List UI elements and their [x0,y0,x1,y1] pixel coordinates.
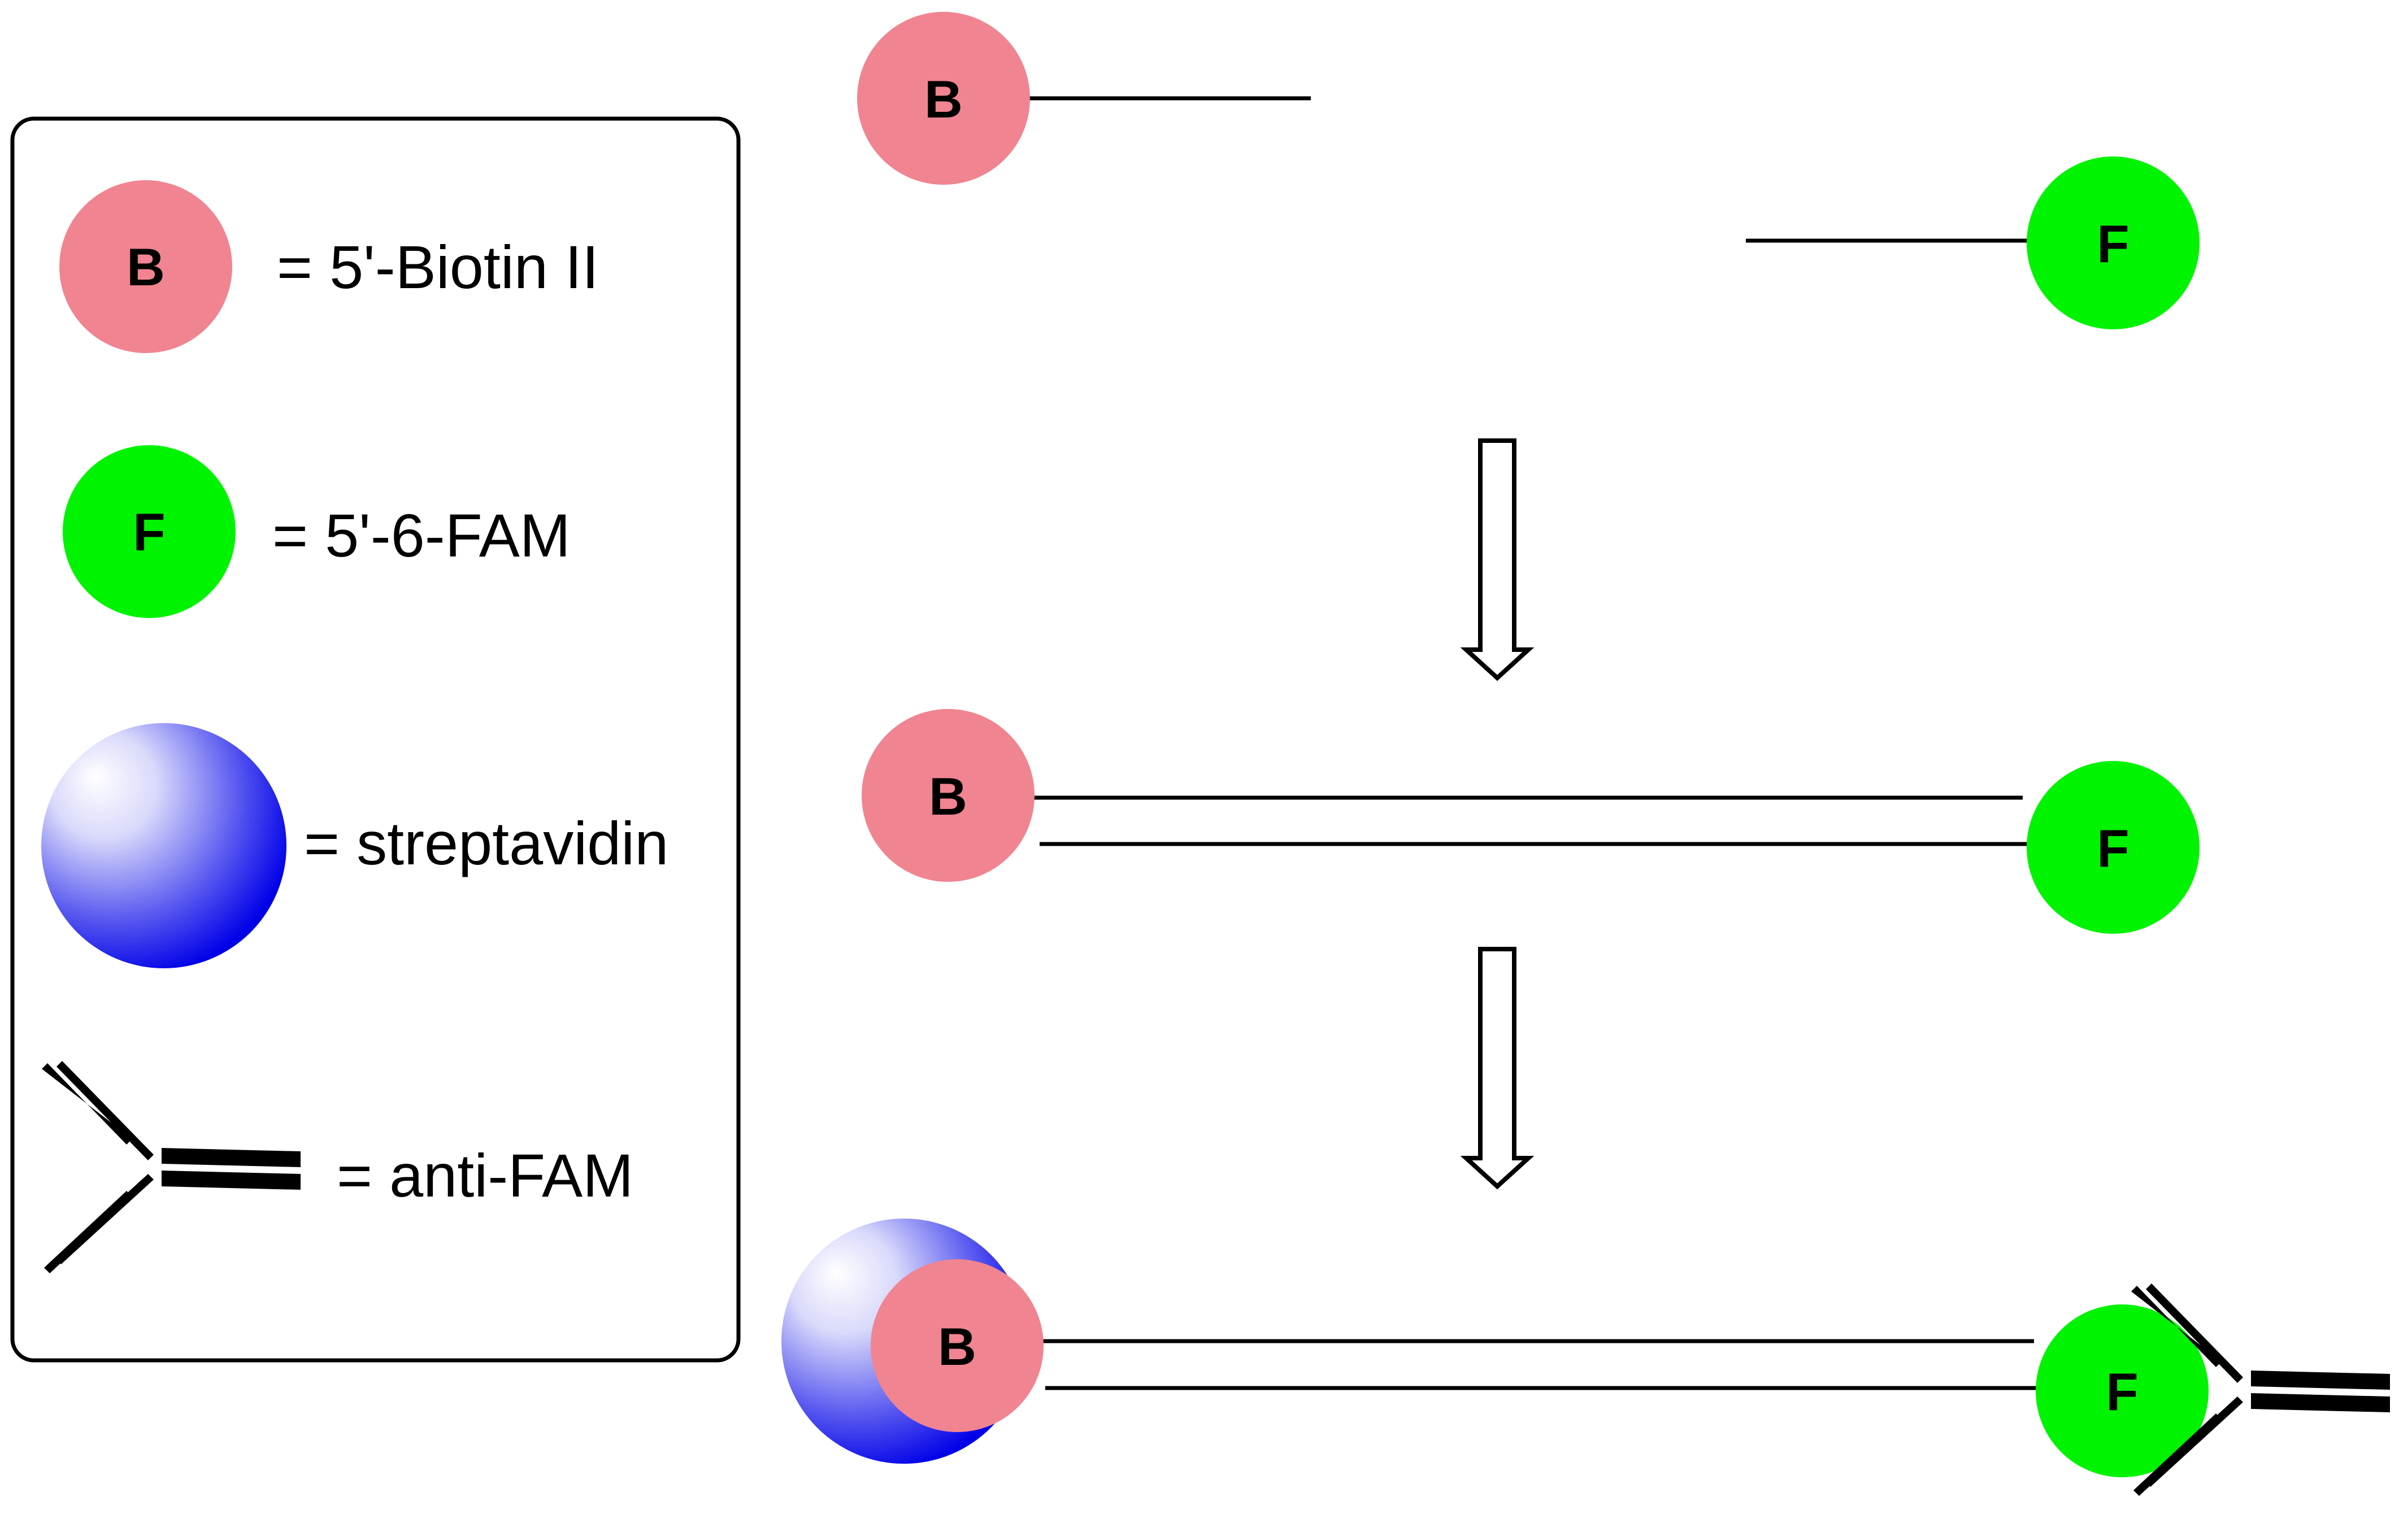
down-arrow-icon [1466,441,1528,678]
fam-letter: F [2106,1362,2138,1421]
fam-icon [2027,761,2200,934]
legend-biotin-entry: B = 5'-Biotin II [59,180,599,353]
biotin-label: = 5'-Biotin II [277,233,599,301]
fam-icon [2027,156,2200,329]
scheme-step-2: B F [862,709,2200,934]
fam-icon [63,445,236,618]
fam-label: = 5'-6-FAM [272,501,571,569]
legend-antifam-entry: = anti-FAM [42,1061,633,1273]
biotin-icon [862,709,1035,882]
fam-letter: F [2097,819,2129,878]
legend-panel: B = 5'-Biotin II F = 5'-6-FAM = streptav… [10,116,741,1363]
biotin-icon [857,12,1030,185]
biotin-letter: B [938,1317,976,1376]
streptavidin-icon [41,723,286,968]
legend-fam-entry: F = 5'-6-FAM [63,445,571,618]
fam-icon [2036,1304,2209,1477]
biotin-icon [871,1259,1044,1432]
biotin-letter: B [924,69,963,129]
down-arrow-icon [1466,949,1528,1186]
legend-streptavidin-entry: = streptavidin [41,723,668,968]
fam-letter: F [2097,214,2129,273]
fam-letter: F [133,502,165,562]
biotin-icon [59,180,232,353]
scheme-step-3: B F [781,1219,2390,1496]
legend-box [10,116,741,1363]
scheme-step-1: B F [857,12,2200,329]
biotin-letter: B [127,237,165,297]
biotin-letter: B [929,767,967,826]
antifam-label: = anti-FAM [337,1141,633,1210]
streptavidin-label: = streptavidin [304,809,668,877]
